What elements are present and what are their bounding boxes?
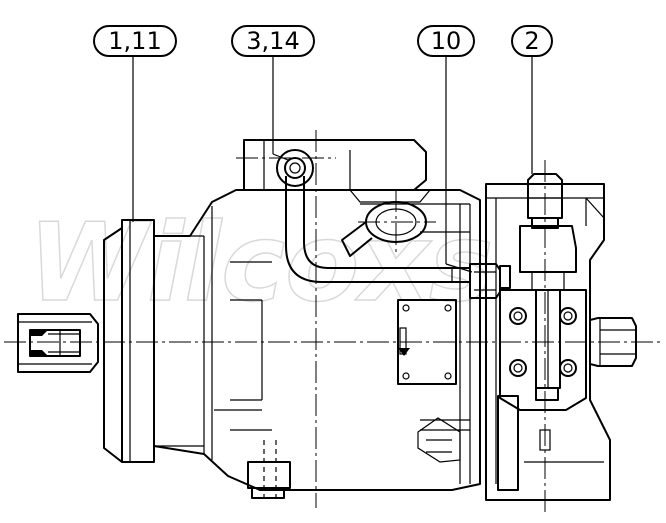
centre-lines bbox=[4, 130, 664, 515]
callout-10: 10 bbox=[417, 25, 475, 57]
watermark: Wilcoxs bbox=[28, 201, 493, 326]
drain-pipe bbox=[276, 149, 470, 283]
callout-1-11-label: 1,11 bbox=[108, 27, 161, 55]
callout-10-label: 10 bbox=[431, 27, 462, 55]
drive-shaft bbox=[17, 313, 99, 373]
callout-2-label: 2 bbox=[524, 27, 539, 55]
callout-1-11: 1,11 bbox=[93, 25, 177, 57]
callout-2: 2 bbox=[511, 25, 553, 57]
control-valve-block bbox=[485, 173, 637, 501]
callout-3-14-label: 3,14 bbox=[246, 27, 299, 55]
callout-3-14: 3,14 bbox=[231, 25, 315, 57]
leader-lines bbox=[132, 56, 533, 273]
